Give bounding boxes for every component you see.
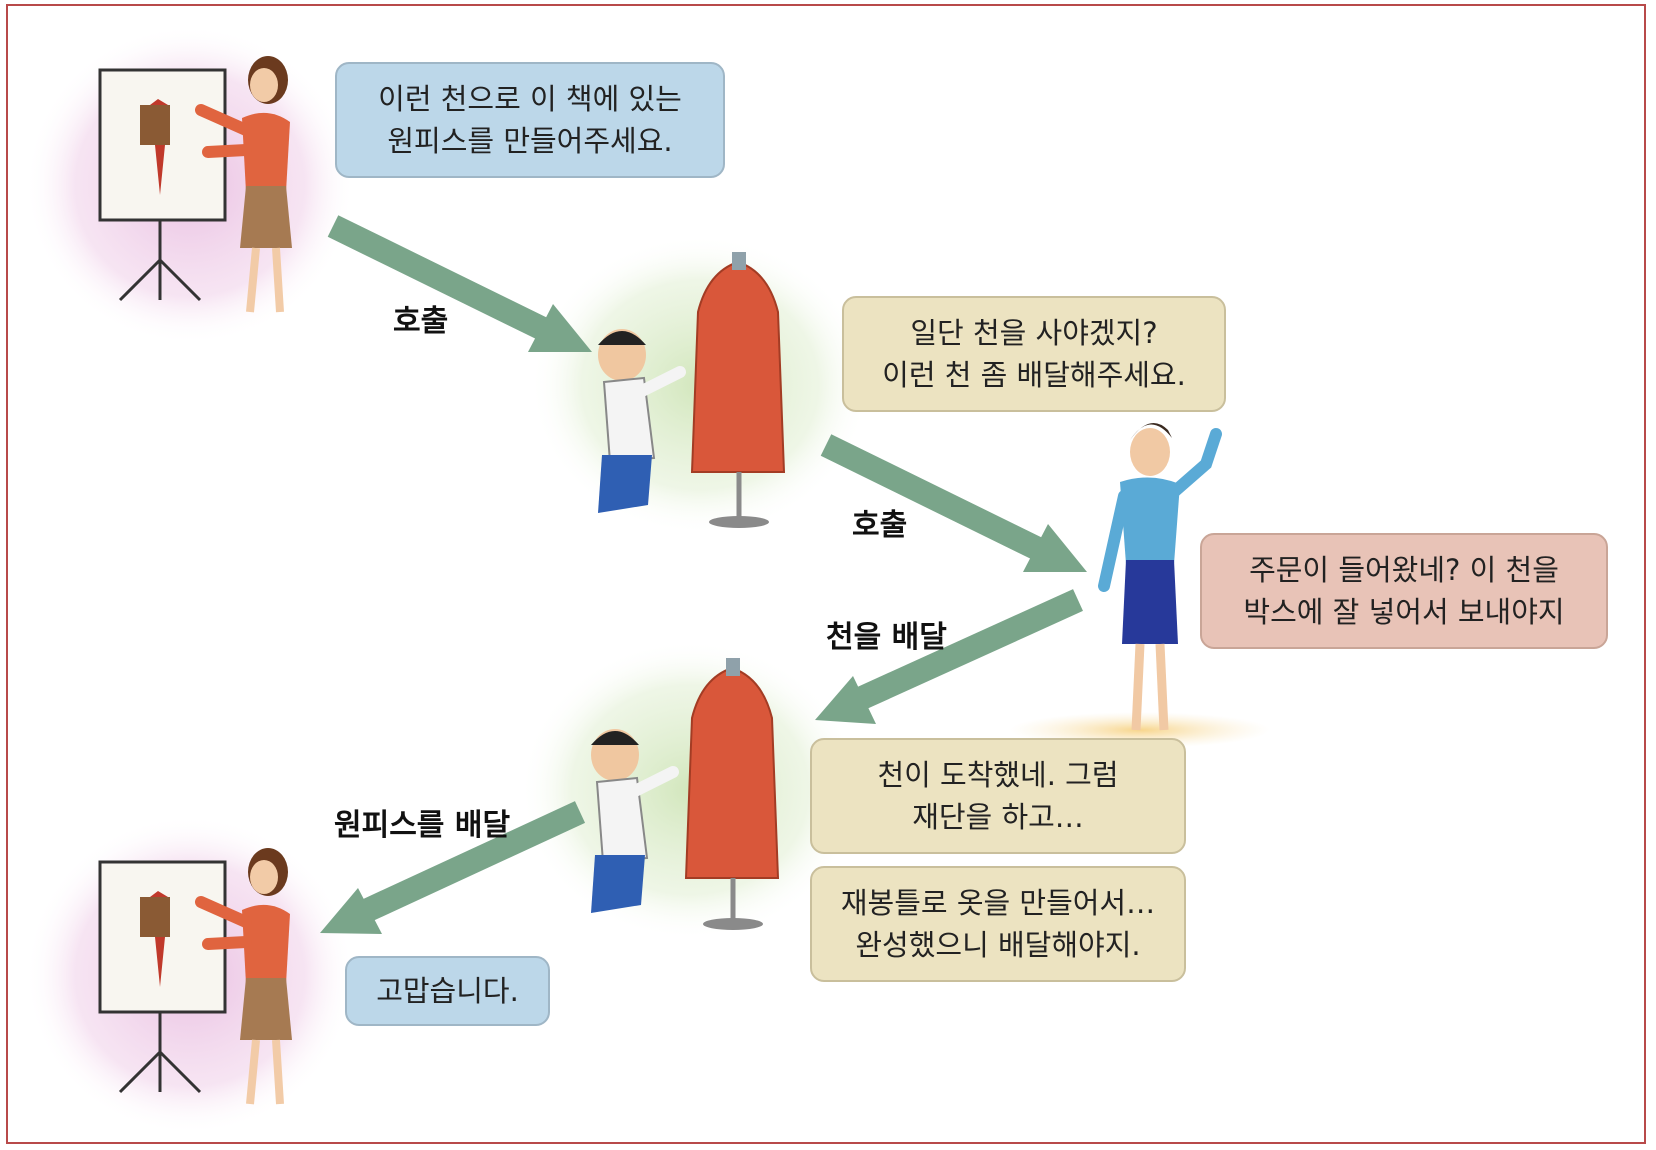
customer-figure-bottom [25,815,355,1135]
tailor-icon [598,329,686,513]
woman-icon [195,848,292,1105]
customer-figure-top [25,25,355,345]
arrow-deliver-dress [320,801,586,934]
easel-icon [98,68,227,302]
speech-bubble-arrived: 천이 도착했네. 그럼 재단을 하고… [810,738,1186,854]
tailor-figure-top [530,235,870,535]
speech-bubble-buy-fabric: 일단 천을 사야겠지? 이런 천 좀 배달해주세요. [842,296,1226,412]
speech-bubble-thanks: 고맙습니다. [345,956,550,1026]
easel-icon [98,860,227,1094]
speech-bubble-request: 이런 천으로 이 책에 있는 원피스를 만들어주세요. [335,62,725,178]
arrow-call-1 [327,215,592,352]
coat-icon [690,252,786,528]
label-call-2: 호출 [852,508,908,543]
tailor-icon [591,729,679,913]
tailor-figure-bottom [520,640,860,940]
coat-icon [684,658,780,930]
label-deliver-dress: 원피스를 배달 [334,808,511,843]
speech-bubble-sewing: 재봉틀로 옷을 만들어서… 완성했으니 배달해야지. [810,866,1186,982]
label-deliver-fabric: 천을 배달 [826,620,947,655]
label-call-1: 호출 [393,304,449,339]
woman-icon [195,56,292,313]
arrow-deliver-fabric [815,589,1083,724]
arrow-call-2 [820,434,1087,572]
speech-bubble-order: 주문이 들어왔네? 이 천을 박스에 잘 넣어서 보내야지 [1200,533,1608,649]
figure-frame [6,4,1646,1144]
